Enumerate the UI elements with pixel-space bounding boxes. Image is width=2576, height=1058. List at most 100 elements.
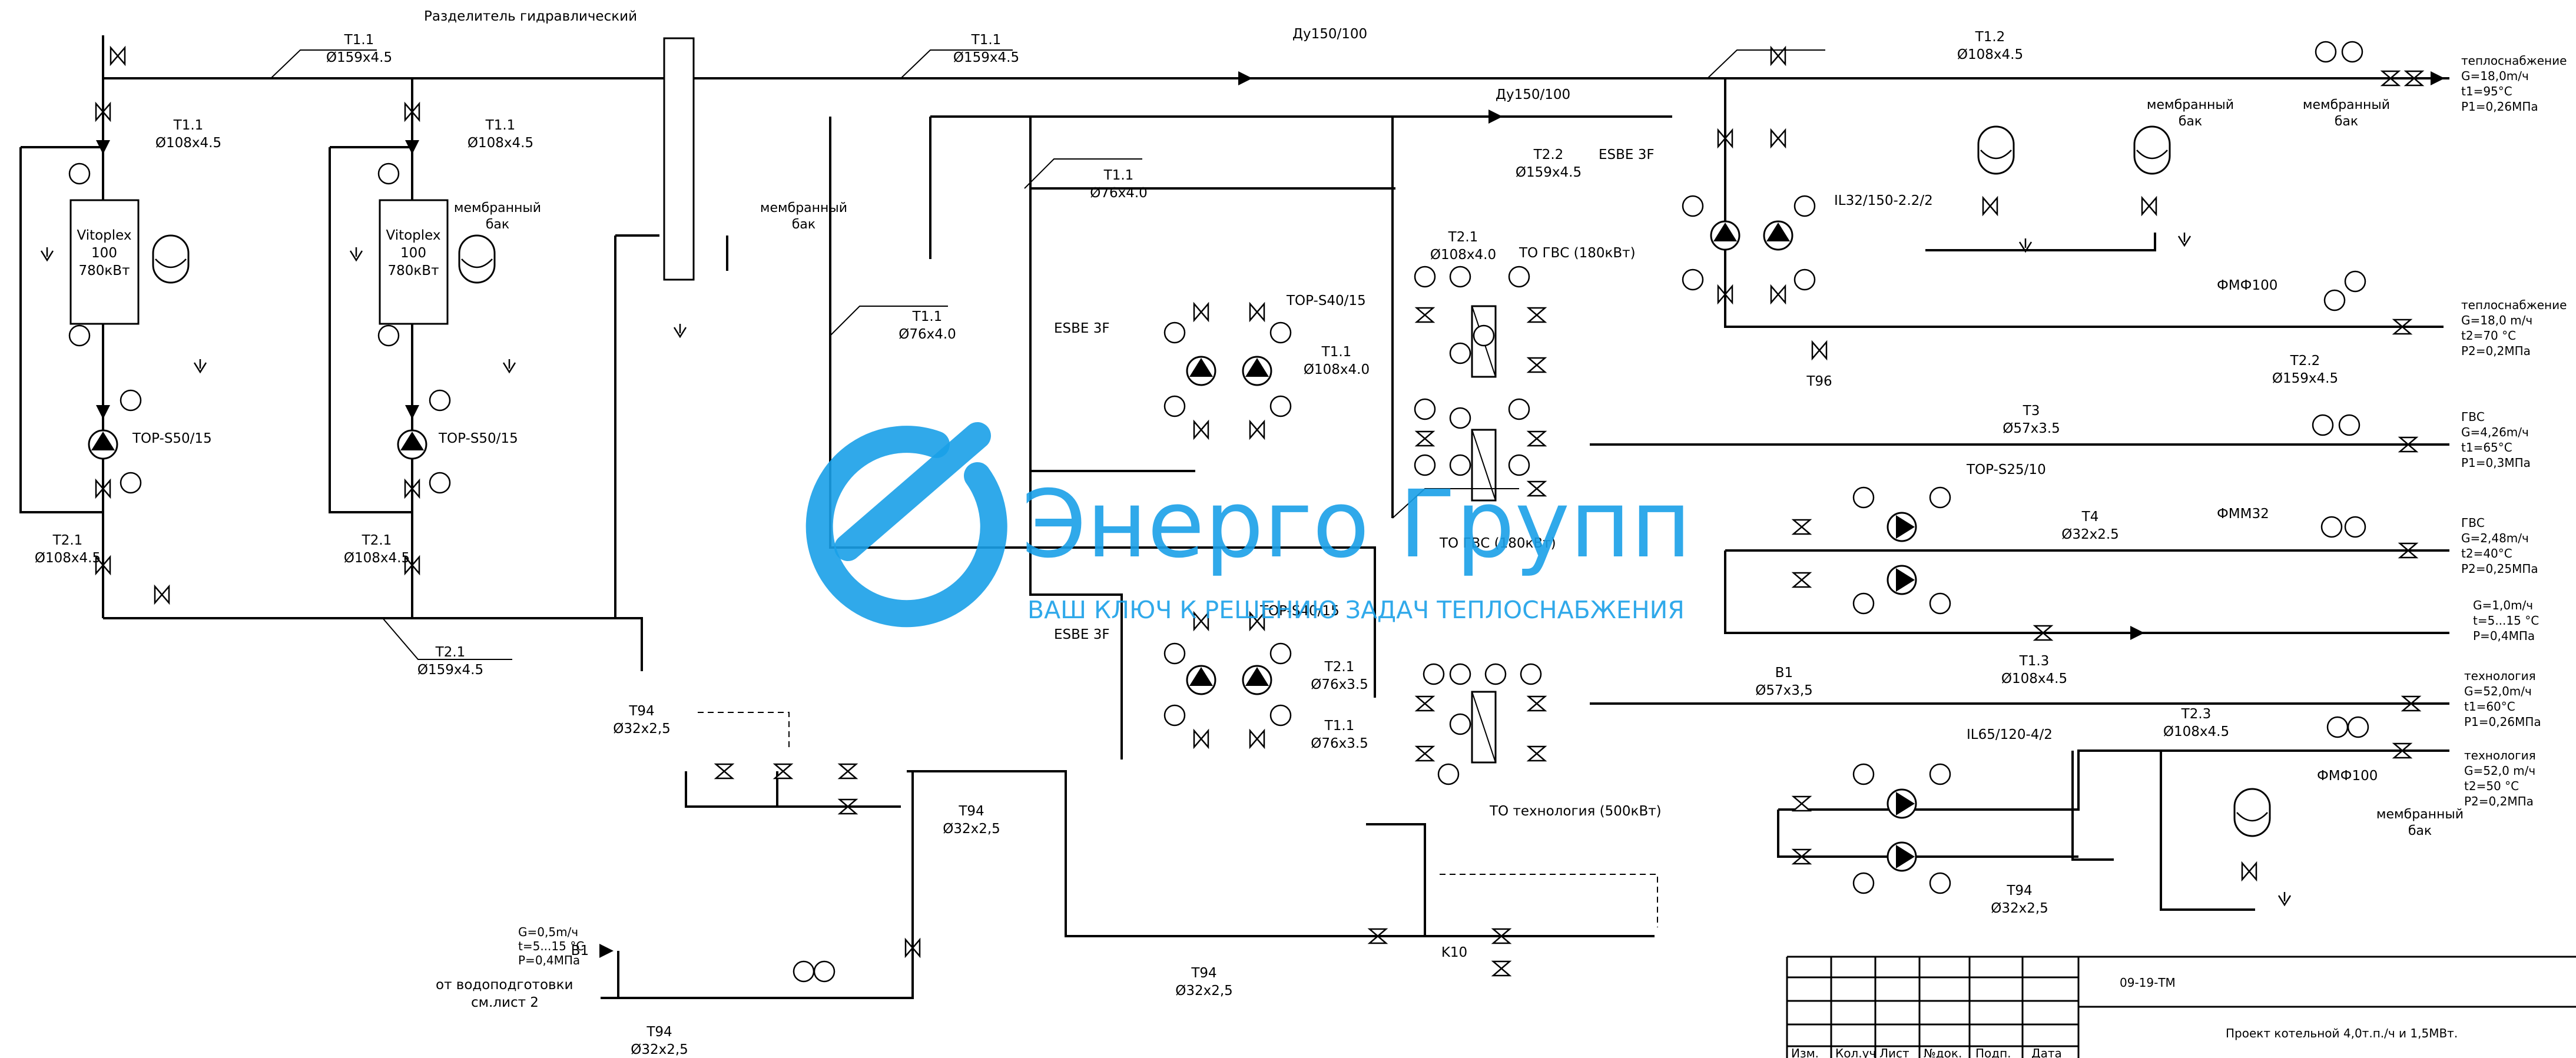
outlet-param: G=18,0m/ч	[2461, 69, 2529, 83]
pressure-gauge-icon	[2323, 289, 2346, 311]
tank-label: бак	[2335, 114, 2358, 129]
membrane-tank-icon	[458, 234, 496, 284]
outlet-title: ГВС	[2461, 410, 2485, 424]
outlet-param: t1=95°C	[2461, 84, 2512, 98]
pressure-gauge-icon	[1929, 763, 1951, 785]
water-supply-param: G=0,5m/ч	[518, 925, 578, 939]
outlet-param: G=4,26m/ч	[2461, 425, 2529, 439]
thermometer-icon	[1414, 454, 1436, 476]
valve-icon	[1792, 795, 1811, 812]
mixing-valve-label: ESBE 3F	[1054, 321, 1110, 336]
check-valve-icon	[2431, 71, 2445, 85]
tank-label: мембранный	[760, 201, 847, 215]
valve-icon	[1193, 420, 1209, 439]
pressure-gauge-icon	[2312, 414, 2334, 436]
valve-icon	[1415, 695, 1434, 712]
outlet-param: G=1,0m/ч	[2473, 598, 2533, 612]
membrane-tank-icon	[1977, 125, 2015, 175]
outlet-param: t2=40°C	[2461, 546, 2512, 560]
pump-label: IL65/120-4/2	[1967, 727, 2053, 742]
mixing-valve-label: ESBE 3F	[1599, 147, 1655, 162]
thermometer-icon	[1414, 398, 1436, 420]
thermometer-icon	[377, 324, 400, 347]
logo-title: Энерго Групп	[1022, 470, 1692, 579]
outlet-title: технология	[2464, 748, 2536, 762]
boiler-unit-1: Vitoplex 100 780кВт	[69, 199, 140, 325]
pump-icon	[1186, 356, 1216, 386]
valve-icon	[1527, 695, 1546, 712]
valve-icon	[1415, 307, 1434, 323]
thermometer-icon	[2344, 270, 2366, 293]
pump-label: TOP-S40/15	[1286, 293, 1366, 309]
pump-icon	[1887, 841, 1917, 872]
pipe-code-label: T1.1	[971, 32, 1002, 48]
valve-icon	[1193, 729, 1209, 748]
valve-icon	[1249, 303, 1265, 321]
pipe-labels: T1.1Ø159x4.5T1.1Ø159x4.5T1.1Ø108x4.5T1.1…	[35, 26, 2567, 1057]
valve-icon	[1527, 430, 1546, 447]
outlet-param: P2=0,2МПа	[2464, 794, 2534, 808]
pressure-gauge-icon	[120, 389, 142, 412]
pressure-gauge-icon	[1852, 763, 1875, 785]
outlet-param: G=52,0m/ч	[2464, 684, 2532, 698]
pipe-size-label: Ø108x4.0	[1304, 362, 1370, 377]
hydraulic-separator	[663, 37, 695, 281]
pressure-gauge-icon	[1163, 395, 1186, 417]
impulse-lines	[698, 712, 1658, 927]
thermometer-icon	[2344, 516, 2366, 538]
valve-icon	[110, 47, 126, 65]
water-supply-param: t=5...15 °C	[518, 939, 584, 953]
pipe-size-label: Ø32x2,5	[943, 821, 1000, 837]
thermometer-icon	[68, 324, 91, 347]
outlet-param: t2=50 °C	[2464, 779, 2519, 793]
tank-label: мембранный	[2303, 98, 2390, 112]
pressure-gauge-icon	[1449, 663, 1471, 685]
pressure-gauge-icon	[1852, 592, 1875, 615]
outlet-param: t2=70 °C	[2461, 329, 2516, 343]
outlet-param: t1=60°C	[2464, 699, 2515, 714]
pipe-code-label: T94	[958, 804, 984, 819]
pipe-size-label: Ø76x4.0	[1090, 185, 1148, 201]
pipe-size-label: Ø159x4.5	[326, 50, 392, 65]
pressure-gauge-icon	[2315, 41, 2337, 63]
valve-icon	[154, 585, 170, 604]
pressure-gauge-icon	[120, 472, 142, 494]
pipe-size-label: Ø57x3.5	[2003, 421, 2060, 436]
title-block: 09-19-ТМ Проект котельной 4,0т.п./ч и 1,…	[1786, 956, 2576, 1058]
pipe-code-label: T2.2	[2290, 353, 2320, 369]
outlet-param: G=52,0 m/ч	[2464, 764, 2535, 778]
pipe-size-label: Ø108x4.5	[2001, 671, 2067, 686]
pressure-gauge-icon	[429, 472, 451, 494]
pipe-size-label: Ø76x3.5	[1311, 677, 1368, 692]
pressure-gauge-icon	[1269, 395, 1292, 417]
pump-label: TOP-S50/15	[438, 431, 518, 446]
pipe-size-label: Ø32x2,5	[1175, 983, 1233, 999]
outlet-param: P1=0,3МПа	[2461, 456, 2531, 470]
outlet-param: t=5...15 °C	[2473, 613, 2539, 628]
pipe-code-label: T2.1	[362, 533, 392, 548]
pipe-code-label: T2.2	[1533, 147, 1564, 162]
company-logo: Энерго Групп ВАШ КЛЮЧ К РЕШЕНИЮ ЗАДАЧ ТЕ…	[805, 422, 1692, 628]
valve-icon	[2141, 197, 2157, 215]
pressure-gauge-icon	[1269, 704, 1292, 727]
k10-label: K10	[1441, 945, 1467, 960]
pressure-gauge-icon	[1449, 454, 1471, 476]
pipe-size-label: Ø108x4.0	[1430, 247, 1496, 263]
pump-icon	[1763, 220, 1793, 251]
logo-slash-icon	[834, 422, 991, 561]
check-valve-icon	[96, 405, 110, 419]
pipe-size-label: Ø108x4.5	[468, 135, 533, 151]
boiler-1-line-2: 100	[91, 246, 117, 261]
boiler-unit-2: Vitoplex 100 780кВт	[379, 199, 449, 325]
pipe-code-label: T2.1	[435, 645, 466, 660]
pressure-gauge-icon	[1449, 266, 1471, 288]
tank-label: мембранный	[454, 201, 541, 215]
pressure-gauge-icon	[1449, 407, 1471, 429]
dn-label: Ду150/100	[1292, 26, 1367, 42]
pipe-code-label: T4	[2081, 509, 2099, 525]
dn-label: Ду150/100	[1496, 87, 1570, 102]
thermometer-icon	[1508, 454, 1530, 476]
pressure-gauge-icon	[429, 389, 451, 412]
valve-icon	[1792, 519, 1811, 535]
filter-label: ФМФ100	[2317, 768, 2378, 784]
